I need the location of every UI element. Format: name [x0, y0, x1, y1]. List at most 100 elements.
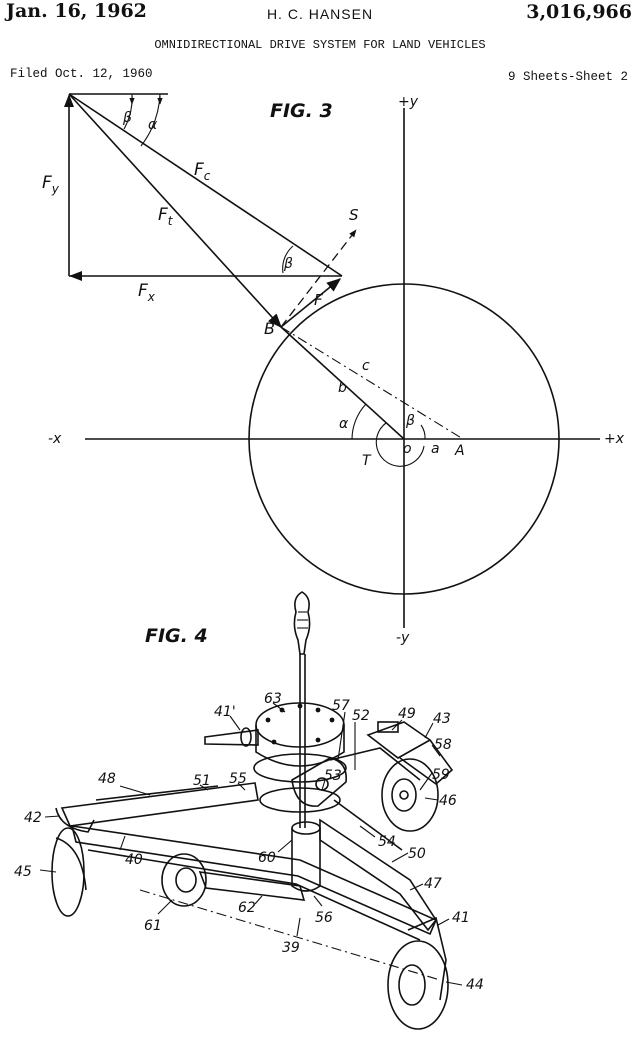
front-wheel-fork — [407, 916, 447, 1001]
hub-bolt-3 — [297, 703, 303, 709]
ref-44: 44 — [466, 977, 484, 993]
leader-43 — [424, 722, 434, 739]
right-wheel-hub — [391, 778, 417, 812]
fc-label: Fc — [194, 160, 211, 183]
leader-46 — [424, 797, 439, 801]
lower-frame — [70, 825, 438, 936]
fx-arrowhead — [69, 271, 82, 281]
ref-61: 61 — [144, 918, 162, 934]
leader-47 — [409, 883, 424, 891]
leader-50 — [391, 852, 409, 863]
leader-40 — [119, 835, 126, 851]
link-plate — [291, 757, 347, 807]
steering-bracket — [399, 739, 454, 786]
ref-62: 62 — [238, 900, 256, 916]
central-column-top — [291, 821, 321, 835]
origin-label: o — [403, 441, 412, 457]
ref-42: 42 — [24, 810, 42, 826]
beta-label-mid: β — [283, 256, 293, 272]
segment-b-label: b — [338, 380, 347, 396]
ref-60: 60 — [258, 850, 276, 866]
leader-57 — [337, 711, 346, 761]
ref-54: 54 — [378, 834, 396, 850]
rear-wheel — [161, 853, 207, 907]
hub-base — [259, 787, 341, 813]
sheet-count: 9 Sheets-Sheet 2 — [507, 70, 628, 84]
leader-39 — [296, 917, 301, 937]
leader-62 — [254, 895, 263, 905]
ref-59: 59 — [432, 767, 450, 783]
neg-y-label: -y — [396, 630, 410, 646]
ref-51: 51 — [193, 773, 211, 789]
ref-63: 63 — [264, 691, 282, 707]
hub-body — [255, 725, 345, 767]
t-label: T — [362, 453, 372, 469]
leader-60 — [277, 839, 293, 853]
left-wheel — [51, 827, 85, 917]
rear-wheel-hub — [175, 867, 197, 893]
fc-vector-line — [68, 93, 343, 277]
s-label: S — [349, 206, 359, 224]
ref-45: 45 — [14, 864, 32, 880]
ref-56: 56 — [315, 910, 333, 926]
segment-c-line — [280, 326, 464, 440]
right-arm-tube — [333, 799, 403, 851]
central-column — [291, 828, 321, 892]
t-arc — [375, 422, 425, 467]
wheel-circle — [248, 283, 560, 595]
fy-arrowhead — [64, 94, 74, 107]
handle-grip — [293, 591, 311, 655]
fig4-label: FIG. 4 — [145, 625, 208, 647]
beta-label-top: β — [122, 110, 132, 126]
leader-54 — [359, 825, 376, 838]
ft-label: Ft — [158, 205, 174, 228]
left-arm — [60, 782, 259, 827]
leader-56 — [313, 895, 323, 907]
fy-label: Fy — [42, 173, 60, 196]
f-label: F — [314, 291, 323, 309]
front-wheel — [387, 940, 449, 1030]
neg-x-label: -x — [48, 431, 62, 447]
beta-arc-bottom — [420, 424, 426, 440]
left-arm-end — [55, 807, 95, 833]
left-arm-tube — [95, 785, 219, 801]
alpha-arc-bottom — [351, 403, 367, 440]
patent-number: 3,016,966 — [526, 1, 632, 23]
hub-bolt-7 — [271, 739, 277, 745]
segment-b-line — [280, 326, 405, 440]
leader-41p — [229, 715, 241, 731]
ref-53: 53 — [324, 768, 342, 784]
segment-a-label: a — [431, 441, 440, 457]
right-wheel — [381, 758, 439, 832]
right-wheel-axle — [399, 790, 409, 800]
leader-45 — [39, 869, 57, 873]
pos-y-label: +y — [398, 94, 419, 110]
fx-label: Fx — [138, 281, 156, 304]
motor-shaft-collar — [240, 727, 252, 747]
s-direction-line — [280, 229, 357, 328]
ref-52: 52 — [352, 708, 370, 724]
ref-47: 47 — [424, 876, 442, 892]
front-wheel-hub — [398, 964, 426, 1006]
leader-55 — [237, 782, 246, 791]
hub-bolt-1 — [265, 717, 271, 723]
f-vector-line — [280, 278, 342, 328]
filing-date: Filed Oct. 12, 1960 — [10, 67, 153, 81]
ref-46: 46 — [439, 793, 457, 809]
alpha-label-top: α — [148, 117, 158, 133]
leader-58 — [431, 744, 441, 757]
leader-59 — [419, 772, 433, 791]
right-arm — [319, 818, 437, 932]
hub-lower-plate — [253, 753, 347, 783]
leader-41 — [437, 918, 450, 926]
ref-39: 39 — [282, 940, 300, 956]
ref-57: 57 — [332, 698, 350, 714]
link-arm — [329, 747, 421, 781]
frame-beam-62 — [198, 871, 306, 901]
leader-42 — [44, 815, 61, 818]
left-wheel-fork — [55, 837, 87, 891]
ref-50: 50 — [408, 846, 426, 862]
ref-41: 41 — [452, 910, 470, 926]
ref-41p: 41' — [214, 704, 236, 720]
